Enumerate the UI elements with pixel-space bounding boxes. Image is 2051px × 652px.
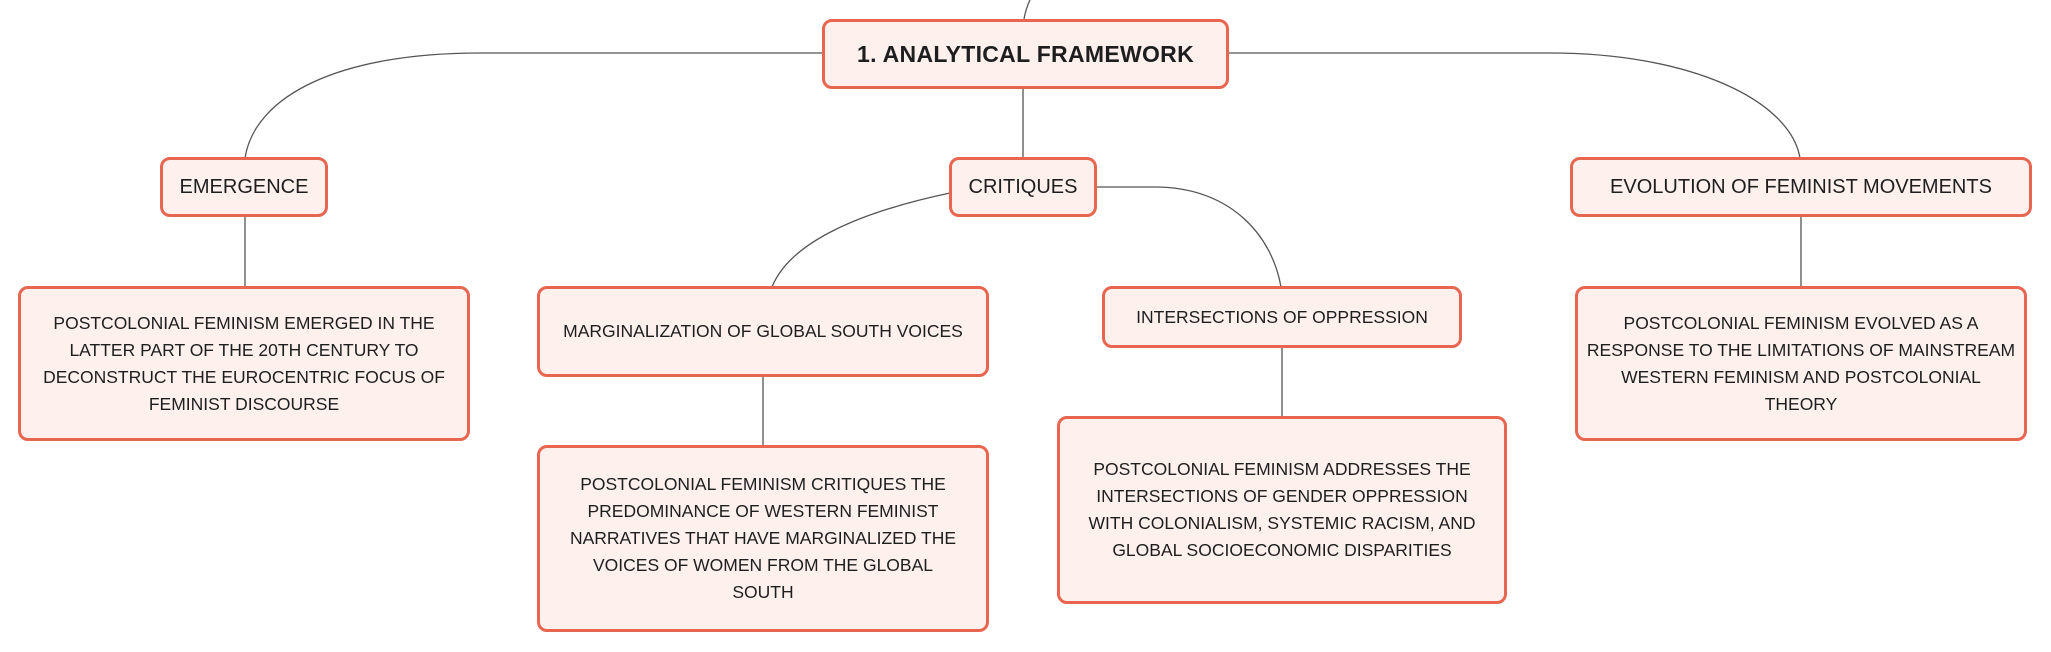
critiques-label: CRITIQUES <box>968 175 1078 198</box>
connector-root-emergence <box>244 52 822 159</box>
emergence-node[interactable]: EMERGENCE <box>160 157 328 217</box>
critiques-node[interactable]: CRITIQUES <box>949 157 1097 217</box>
intersections-detail-text: POSTCOLONIAL FEMINISM ADDRESSES THE INTE… <box>1088 459 1476 560</box>
connector-critiques-marginalization <box>771 192 951 288</box>
evolution-label: EVOLUTION OF FEMINIST MOVEMENTS <box>1610 175 1992 198</box>
marginalization-node[interactable]: MARGINALIZATION OF GLOBAL SOUTH VOICES <box>537 286 989 377</box>
marginalization-detail-text: POSTCOLONIAL FEMINISM CRITIQUES THE PRED… <box>569 474 957 602</box>
connector-to-parent <box>1023 0 1031 20</box>
marginalization-label: MARGINALIZATION OF GLOBAL SOUTH VOICES <box>563 321 963 341</box>
marginalization-detail-node[interactable]: POSTCOLONIAL FEMINISM CRITIQUES THE PRED… <box>537 445 989 632</box>
intersections-detail-node[interactable]: POSTCOLONIAL FEMINISM ADDRESSES THE INTE… <box>1057 416 1507 604</box>
connector-root-evolution <box>1228 52 1801 159</box>
emergence-detail-text: POSTCOLONIAL FEMINISM EMERGED IN THE LAT… <box>43 312 445 414</box>
intersections-label: INTERSECTIONS OF OPPRESSION <box>1136 306 1428 327</box>
evolution-detail-text: POSTCOLONIAL FEMINISM EVOLVED AS A RESPO… <box>1586 312 2016 414</box>
root-label: 1. ANALYTICAL FRAMEWORK <box>857 40 1194 67</box>
connector-critiques-intersections <box>1096 186 1282 288</box>
evolution-detail-node[interactable]: POSTCOLONIAL FEMINISM EVOLVED AS A RESPO… <box>1575 286 2027 441</box>
root-node[interactable]: 1. ANALYTICAL FRAMEWORK <box>822 19 1229 89</box>
emergence-detail-node[interactable]: POSTCOLONIAL FEMINISM EMERGED IN THE LAT… <box>18 286 470 441</box>
emergence-label: EMERGENCE <box>179 175 309 198</box>
evolution-node[interactable]: EVOLUTION OF FEMINIST MOVEMENTS <box>1570 157 2032 217</box>
intersections-node[interactable]: INTERSECTIONS OF OPPRESSION <box>1102 286 1462 348</box>
